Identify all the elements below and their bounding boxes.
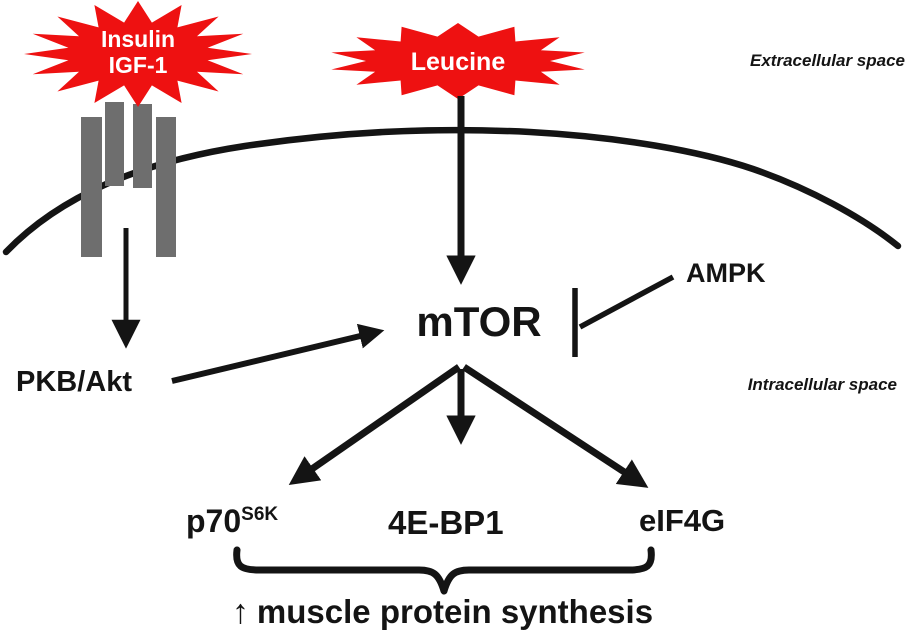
- p70s6k-base: p70: [186, 503, 242, 539]
- outcome-text: muscle protein synthesis: [256, 593, 654, 630]
- mtor-label: mTOR: [416, 298, 542, 345]
- pkb-akt-label: PKB/Akt: [16, 366, 133, 398]
- leucine-label: Leucine: [410, 48, 506, 76]
- p70s6k-superscript: S6K: [241, 504, 279, 525]
- p70s6k-label: p70S6K: [186, 503, 278, 540]
- receptor-bar: [105, 102, 124, 186]
- ampk-label: AMPK: [686, 258, 766, 288]
- ampk-inhibit-line: [578, 274, 675, 330]
- insulin-line: Insulin: [100, 26, 176, 52]
- effectors-bracket: [233, 546, 655, 595]
- muscle-protein-synthesis-label: ↑muscle protein synthesis: [190, 593, 695, 632]
- insulin-igf1-label: Insulin IGF-1: [48, 26, 228, 79]
- 4ebp1-label: 4E-BP1: [388, 504, 504, 541]
- mtor-to-p70s6k-arrow: [288, 364, 461, 486]
- intracellular-space-label: Intracellular space: [747, 375, 897, 394]
- increase-arrow-icon: ↑: [231, 593, 249, 631]
- insulin-starburst-icon: [24, 1, 252, 107]
- receptor-bar: [156, 117, 176, 257]
- leucine-starburst-icon: [331, 23, 585, 99]
- igf1-line: IGF-1: [108, 51, 168, 78]
- receptor-bar: [81, 117, 102, 257]
- receptor-bar: [133, 104, 152, 188]
- mtor-to-eif4g-arrow: [462, 364, 649, 488]
- pkb-to-mtor-arrow: [171, 323, 385, 384]
- extracellular-space-label: Extracellular space: [750, 51, 905, 70]
- eif4g-label: eIF4G: [639, 503, 726, 538]
